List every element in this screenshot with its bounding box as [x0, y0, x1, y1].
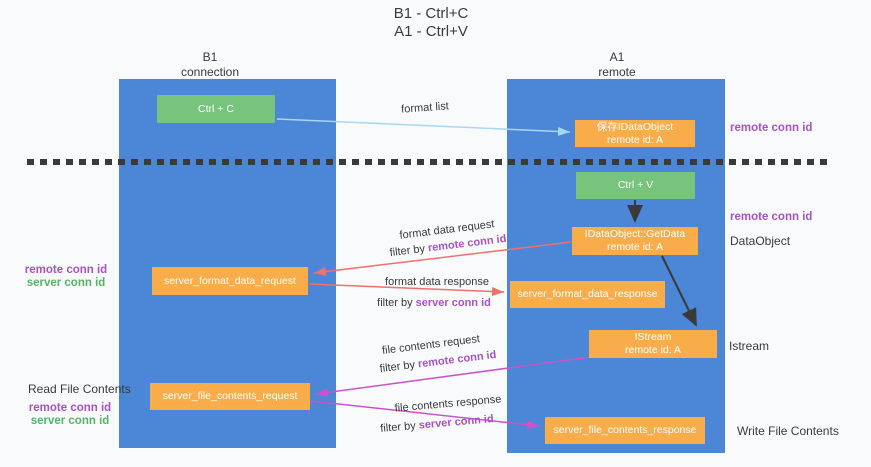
istream-node: IStream remote id: A — [589, 330, 717, 358]
remote-conn-id-keyword-2: remote conn id — [417, 348, 497, 371]
left-conn-id-block: remote conn id server conn id — [22, 264, 110, 290]
server-conn-id-keyword-1: server conn id — [415, 297, 491, 309]
bottom-remote-conn-id-label: remote conn id — [28, 402, 112, 414]
left-remote-conn-id-label: remote conn id — [24, 264, 108, 276]
bottom-conn-id-block: remote conn id server conn id — [26, 402, 114, 428]
phase-separator-dashed-line — [27, 159, 832, 165]
read-file-contents-label: Read File Contents — [28, 382, 131, 396]
filter-by-text-1: filter by — [389, 242, 426, 260]
getdata-line1: IDataObject::GetData — [584, 228, 686, 240]
ctrl-c-label: Ctrl + C — [198, 102, 234, 115]
dataobject-label: DataObject — [730, 234, 791, 248]
server-file-contents-response-node: server_file_contents_response — [545, 417, 705, 444]
lane-a1-role: remote — [598, 65, 636, 79]
file-response-filter-label: filter by server conn id — [380, 413, 494, 435]
bottom-server-conn-id-label: server conn id — [30, 415, 110, 427]
lane-header-b1: B1 connection — [160, 50, 260, 80]
istream-line1: IStream — [634, 331, 672, 343]
filter-by-text-2: filter by — [377, 297, 413, 309]
save-idataobject-line2: remote id: A — [606, 133, 664, 146]
format-response-filter-label: filter by server conn id — [377, 297, 491, 309]
getdata-line2: remote id: A — [606, 241, 664, 253]
format-request-label: server_format_data_request — [164, 274, 296, 287]
remote-conn-id-label-mid: remote conn id — [730, 211, 813, 223]
server-conn-id-keyword-2: server conn id — [418, 413, 495, 432]
left-server-conn-id-label: server conn id — [26, 277, 106, 289]
format-response-label: server_format_data_response — [517, 288, 658, 300]
file-contents-response-label: file contents response — [394, 393, 502, 415]
idataobject-getdata-node: IDataObject::GetData remote id: A — [572, 227, 698, 255]
diagram-title: B1 - Ctrl+C A1 - Ctrl+V — [331, 5, 531, 41]
ctrl-v-node: Ctrl + V — [576, 172, 695, 199]
file-response-label: server_file_contents_response — [553, 424, 697, 436]
write-file-contents-label: Write File Contents — [737, 424, 839, 438]
remote-conn-id-label-top: remote conn id — [730, 122, 813, 134]
title-line-2: A1 - Ctrl+V — [394, 23, 468, 40]
save-idataobject-line1: 保存IDataObject — [596, 120, 674, 133]
lane-b1-role: connection — [180, 65, 240, 79]
ctrl-v-label: Ctrl + V — [617, 179, 654, 191]
server-format-data-response-node: server_format_data_response — [510, 281, 665, 308]
format-data-response-label: format data response — [385, 276, 489, 288]
istream-line2: remote id: A — [624, 344, 682, 356]
lane-header-a1: A1 remote — [567, 50, 667, 80]
lane-b1-name: B1 — [202, 50, 218, 64]
server-format-data-request-node: server_format_data_request — [152, 267, 308, 295]
lane-a1-name: A1 — [609, 50, 625, 64]
format-list-label: format list — [400, 100, 450, 116]
file-request-label: server_file_contents_request — [162, 390, 298, 402]
filter-by-text-4: filter by — [379, 419, 417, 435]
filter-by-text-3: filter by — [379, 358, 416, 376]
istream-side-label: Istream — [729, 339, 770, 353]
title-line-1: B1 - Ctrl+C — [393, 5, 469, 22]
ctrl-c-node: Ctrl + C — [157, 95, 275, 123]
save-idataobject-node: 保存IDataObject remote id: A — [575, 120, 695, 147]
server-file-contents-request-node: server_file_contents_request — [150, 383, 310, 410]
